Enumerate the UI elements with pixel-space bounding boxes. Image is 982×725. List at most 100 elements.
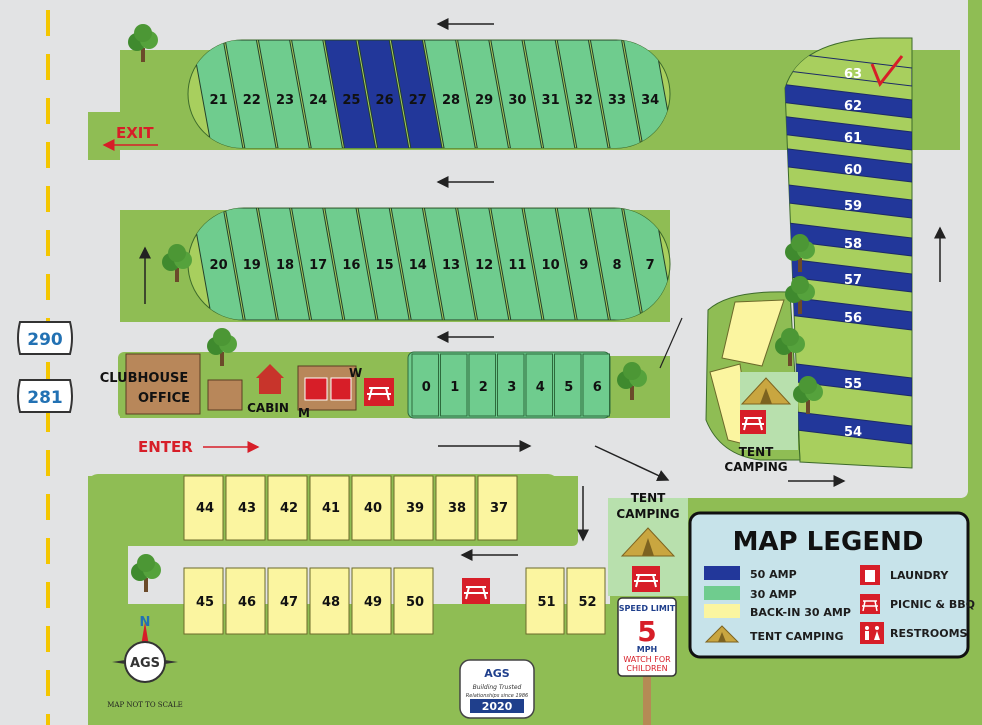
highway-shield-290: 290 bbox=[17, 321, 73, 355]
site-46-label: 46 bbox=[238, 595, 256, 610]
badge-tagline-1: Building Trusted bbox=[473, 684, 522, 691]
site-21 bbox=[191, 40, 244, 148]
site-25 bbox=[324, 40, 377, 148]
site-42-label: 42 bbox=[280, 501, 298, 516]
site-23-label: 23 bbox=[276, 93, 294, 108]
legend-item-tent: TENT CAMPING bbox=[704, 625, 843, 643]
site-39 bbox=[393, 475, 434, 541]
tent-icon bbox=[740, 377, 792, 405]
site-47-label: 47 bbox=[280, 595, 298, 610]
tent-icon bbox=[704, 625, 740, 643]
cabin-label: CABIN bbox=[247, 401, 289, 415]
site-11 bbox=[490, 208, 543, 320]
tree-icon bbox=[793, 376, 823, 414]
site-18 bbox=[257, 208, 311, 320]
site-east-side: 636261605958575655543536 bbox=[711, 37, 913, 469]
site-48-label: 48 bbox=[322, 595, 340, 610]
site-22-label: 22 bbox=[243, 93, 261, 108]
site-46 bbox=[225, 567, 266, 635]
site-2-label: 2 bbox=[479, 380, 488, 395]
tent-camping-area bbox=[608, 498, 688, 596]
site-0-label: 0 bbox=[422, 380, 431, 395]
site-49 bbox=[351, 567, 392, 635]
site-41 bbox=[309, 475, 350, 541]
site-56 bbox=[785, 295, 912, 331]
site-12 bbox=[457, 208, 510, 320]
site-21-label: 21 bbox=[210, 93, 228, 108]
site-4 bbox=[525, 353, 553, 417]
legend-item-laundry: LAUNDRY bbox=[860, 565, 949, 585]
site-60 bbox=[785, 147, 912, 183]
highway-290-number: 290 bbox=[27, 330, 63, 350]
site-45-label: 45 bbox=[196, 595, 214, 610]
site-62 bbox=[785, 83, 912, 119]
site-54 bbox=[785, 409, 912, 445]
legend-item-50amp: 50 AMP bbox=[704, 566, 797, 581]
site-19 bbox=[224, 208, 277, 320]
site-38-label: 38 bbox=[448, 501, 466, 516]
site-11-label: 11 bbox=[508, 258, 526, 273]
site-27 bbox=[390, 40, 443, 148]
ags-compass-logo: AGS N MAP NOT TO SCALE bbox=[107, 615, 183, 709]
badge-brand: AGS bbox=[484, 667, 510, 680]
restroom-icon bbox=[304, 377, 328, 401]
site-28-label: 28 bbox=[442, 93, 460, 108]
site-38 bbox=[435, 475, 476, 541]
site-17-label: 17 bbox=[309, 258, 327, 273]
site-24-label: 24 bbox=[309, 93, 327, 108]
clubhouse-label: CLUBHOUSE bbox=[100, 371, 189, 386]
checkmark-icon bbox=[870, 55, 904, 87]
site-57-label: 57 bbox=[844, 273, 862, 288]
legend-label-picnic: PICNIC & BBQ bbox=[890, 598, 975, 611]
picnic-icon bbox=[462, 578, 490, 604]
highway-shield-281: 281 bbox=[17, 379, 73, 413]
site-51 bbox=[525, 567, 565, 635]
legend-label-50amp: 50 AMP bbox=[750, 568, 797, 581]
site-40-label: 40 bbox=[364, 501, 382, 516]
mens-marker: M bbox=[298, 406, 310, 420]
tree-icon bbox=[617, 362, 647, 400]
map-legend: MAP LEGEND 50 AMP 30 AMP BACK-IN 30 AMP … bbox=[688, 511, 975, 659]
highway-281-number: 281 bbox=[27, 388, 63, 408]
speed-limit-heading: SPEED LIMIT bbox=[619, 604, 676, 613]
site-55 bbox=[785, 361, 912, 397]
clubhouse bbox=[125, 353, 201, 415]
legend-item-picnic: PICNIC & BBQ bbox=[860, 594, 975, 614]
speed-limit-unit: MPH bbox=[637, 645, 658, 654]
site-1 bbox=[440, 353, 468, 417]
site-41-label: 41 bbox=[322, 501, 340, 516]
site-5 bbox=[554, 353, 582, 417]
site-16-label: 16 bbox=[342, 258, 360, 273]
site-3-label: 3 bbox=[507, 380, 516, 395]
site-34-label: 34 bbox=[641, 93, 659, 108]
speed-limit-line2: CHILDREN bbox=[626, 664, 667, 673]
divider-line bbox=[659, 317, 683, 369]
not-to-scale-label: MAP NOT TO SCALE bbox=[107, 701, 183, 709]
site-17 bbox=[291, 208, 344, 320]
legend-label-restrooms: RESTROOMS bbox=[890, 627, 968, 640]
site-52-label: 52 bbox=[578, 595, 596, 610]
site-29-label: 29 bbox=[475, 93, 493, 108]
site-58 bbox=[785, 221, 912, 257]
site-56-label: 56 bbox=[844, 311, 862, 326]
site-32 bbox=[556, 40, 609, 148]
speed-limit-sign: SPEED LIMIT 5 MPH WATCH FOR CHILDREN bbox=[617, 597, 677, 725]
site-43 bbox=[225, 475, 266, 541]
site-26-label: 26 bbox=[376, 93, 394, 108]
site-61-label: 61 bbox=[844, 131, 862, 146]
legend-label-tent: TENT CAMPING bbox=[750, 630, 843, 643]
badge-year: 2020 bbox=[482, 700, 513, 713]
legend-item-30amp: 30 AMP bbox=[704, 586, 797, 601]
site-51-label: 51 bbox=[537, 595, 555, 610]
site-44 bbox=[183, 475, 224, 541]
site-62-label: 62 bbox=[844, 99, 862, 114]
speed-limit-line1: WATCH FOR bbox=[623, 655, 671, 664]
site-18-label: 18 bbox=[276, 258, 294, 273]
legend-label-backin: BACK-IN 30 AMP bbox=[750, 606, 851, 619]
site-61 bbox=[785, 115, 912, 151]
site-45 bbox=[183, 567, 224, 635]
